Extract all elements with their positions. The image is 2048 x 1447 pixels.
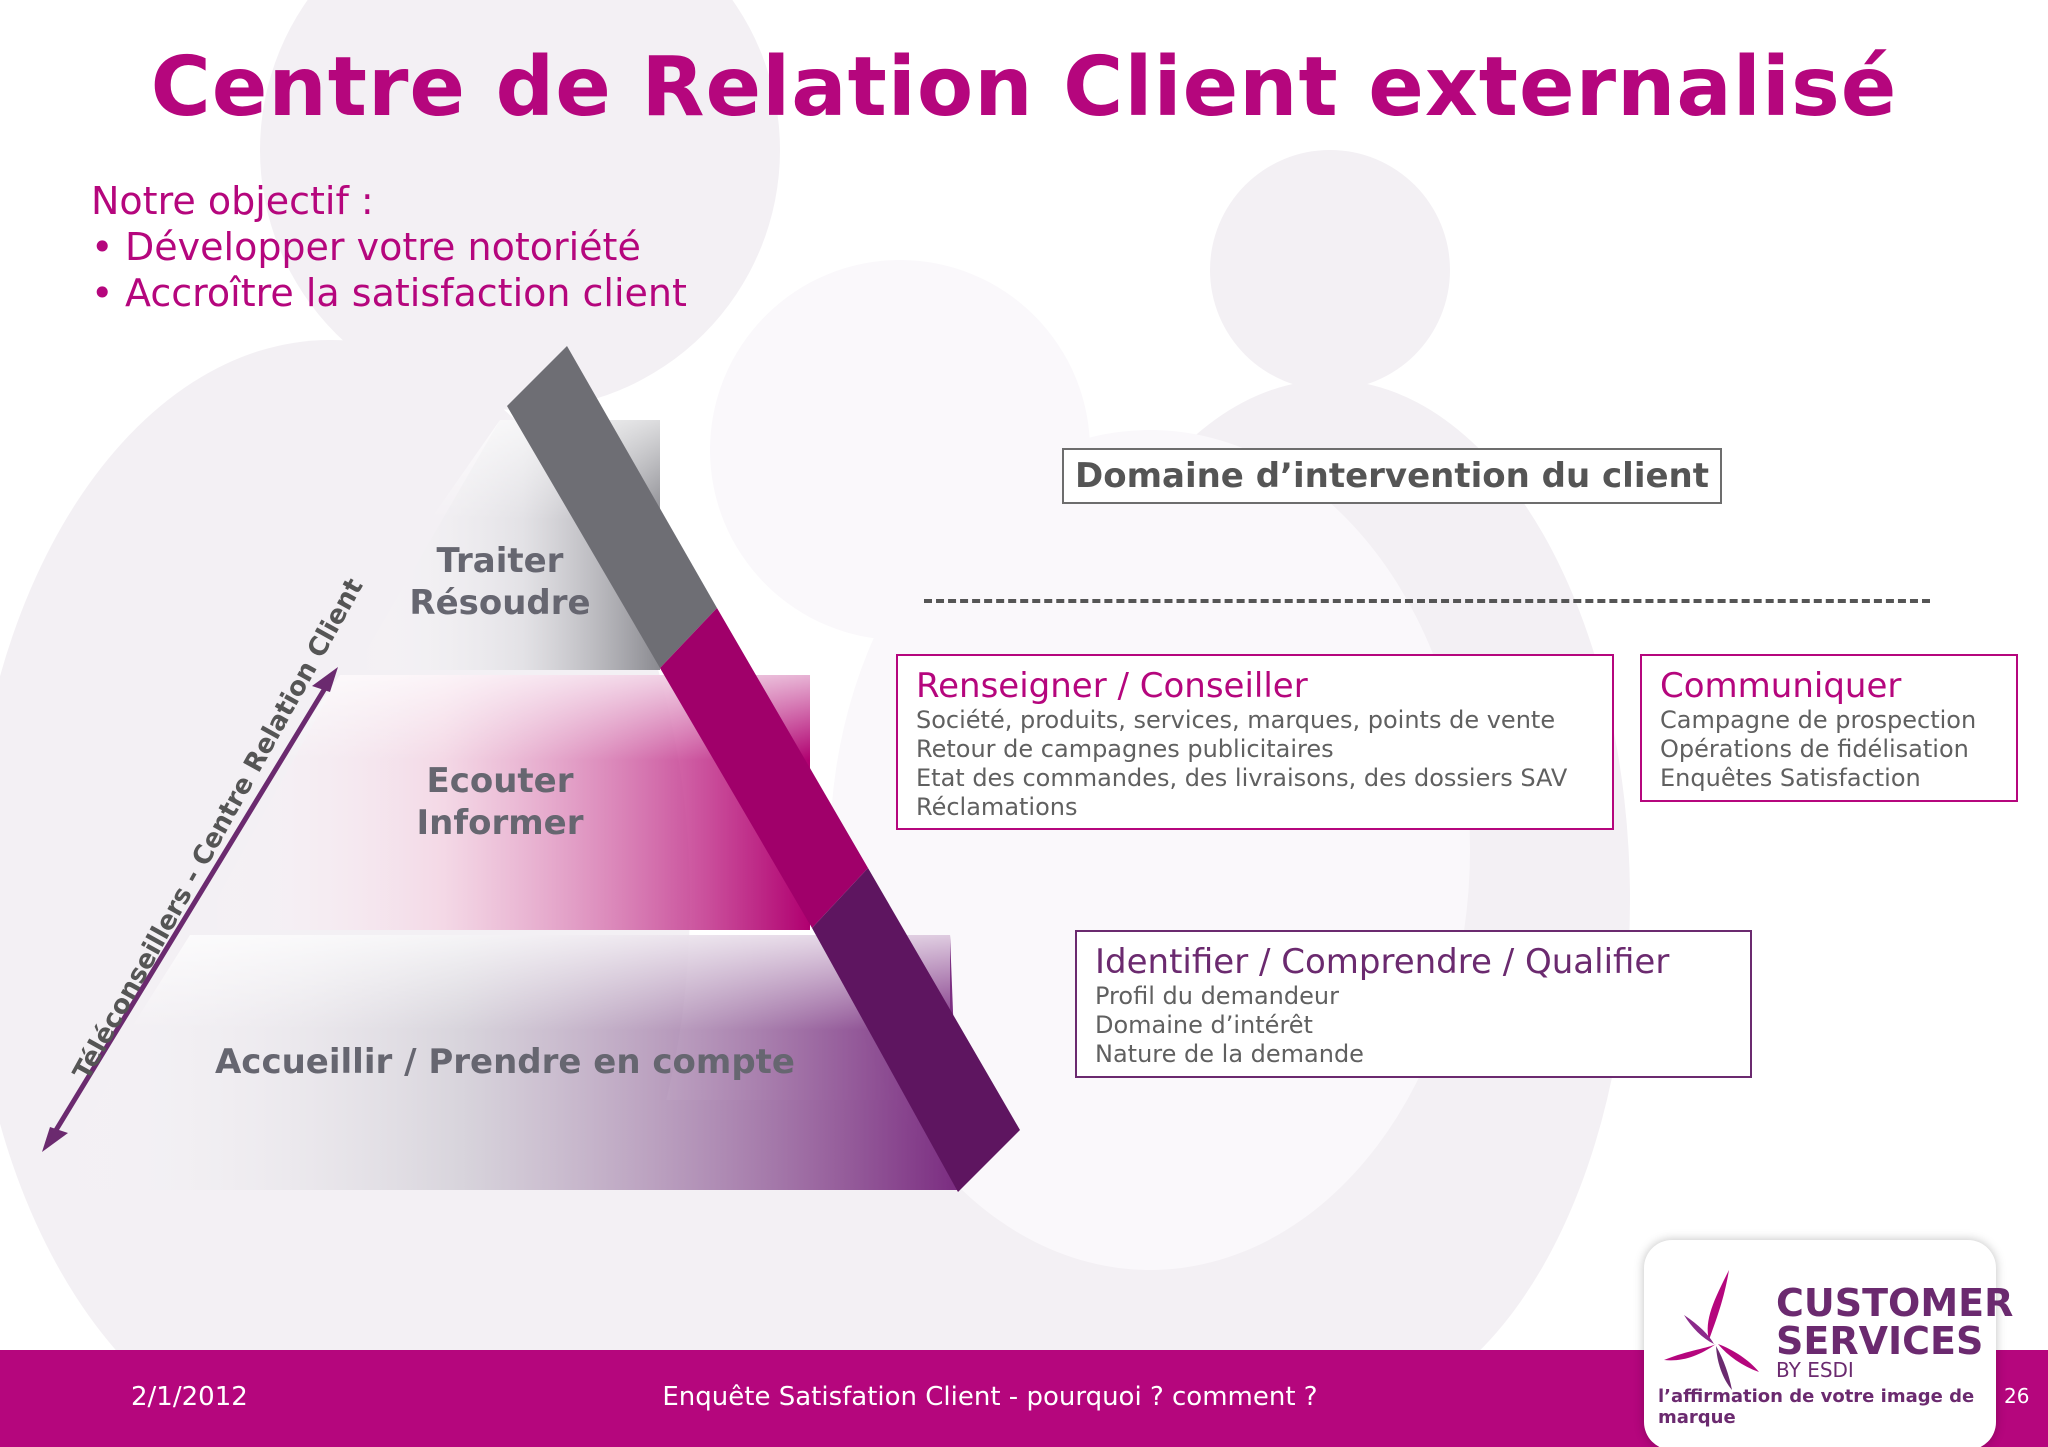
box-identifier: Identifier / Comprendre / Qualifier Prof… <box>1075 930 1752 1078</box>
box-renseigner: Renseigner / Conseiller Société, produit… <box>896 654 1614 830</box>
box-title: Renseigner / Conseiller <box>916 666 1308 706</box>
objective-heading: Notre objectif : <box>91 179 374 223</box>
objective-list: Développer votre notoriété Accroître la … <box>91 224 687 316</box>
box-line: Campagne de prospection <box>1660 706 1977 734</box>
box-line: Société, produits, services, marques, po… <box>916 706 1556 734</box>
band-violet <box>812 868 1020 1192</box>
box-line: Profil du demandeur <box>1095 982 1339 1010</box>
box-line: Etat des commandes, des livraisons, des … <box>916 764 1568 792</box>
box-communiquer: Communiquer Campagne de prospection Opér… <box>1640 654 2018 802</box>
tier-middle-label: Ecouter Informer <box>416 761 584 843</box>
box-line: Opérations de fidélisation <box>1660 735 1969 763</box>
side-double-arrow <box>47 678 333 1142</box>
box-line: Nature de la demande <box>1095 1040 1364 1068</box>
flower-logo-icon <box>1664 1270 1759 1390</box>
objective-item: Développer votre notoriété <box>91 224 687 270</box>
objective-item: Accroître la satisfaction client <box>91 270 687 316</box>
brand-name: CUSTOMER SERVICES <box>1776 1281 2014 1363</box>
brand-logo: CUSTOMER SERVICES BY ESDI l’affirmation … <box>1644 1240 2013 1447</box>
box-line: Domaine d’intérêt <box>1095 1011 1313 1039</box>
box-line: Réclamations <box>916 793 1078 821</box>
brand-by: BY ESDI <box>1776 1358 1854 1382</box>
page-number: 26 <box>2004 1384 2030 1408</box>
footer-title: Enquête Satisfation Client - pourquoi ? … <box>662 1382 1318 1412</box>
objective-block: Notre objectif : Développer votre notori… <box>91 178 687 316</box>
band-grey <box>507 346 717 668</box>
box-line: Retour de campagnes publicitaires <box>916 735 1334 763</box>
box-title: Communiquer <box>1660 666 1902 706</box>
slide-title: Centre de Relation Client externalisé <box>150 40 1898 135</box>
footer-date: 2/1/2012 <box>131 1382 248 1412</box>
band-magenta <box>660 608 868 928</box>
box-title: Identifier / Comprendre / Qualifier <box>1095 942 1670 982</box>
dashed-separator <box>924 599 1930 603</box>
domain-label-box: Domaine d’intervention du client <box>1062 448 1722 504</box>
arrow-head-up-icon <box>312 667 338 692</box>
box-line: Enquêtes Satisfaction <box>1660 764 1921 792</box>
tier-top-label: Traiter Résoudre <box>409 541 591 623</box>
arrow-head-down-icon <box>42 1127 68 1152</box>
brand-tagline: l’affirmation de votre image de marque <box>1658 1386 1975 1428</box>
tier-bottom-label: Accueillir / Prendre en compte <box>214 1042 795 1082</box>
